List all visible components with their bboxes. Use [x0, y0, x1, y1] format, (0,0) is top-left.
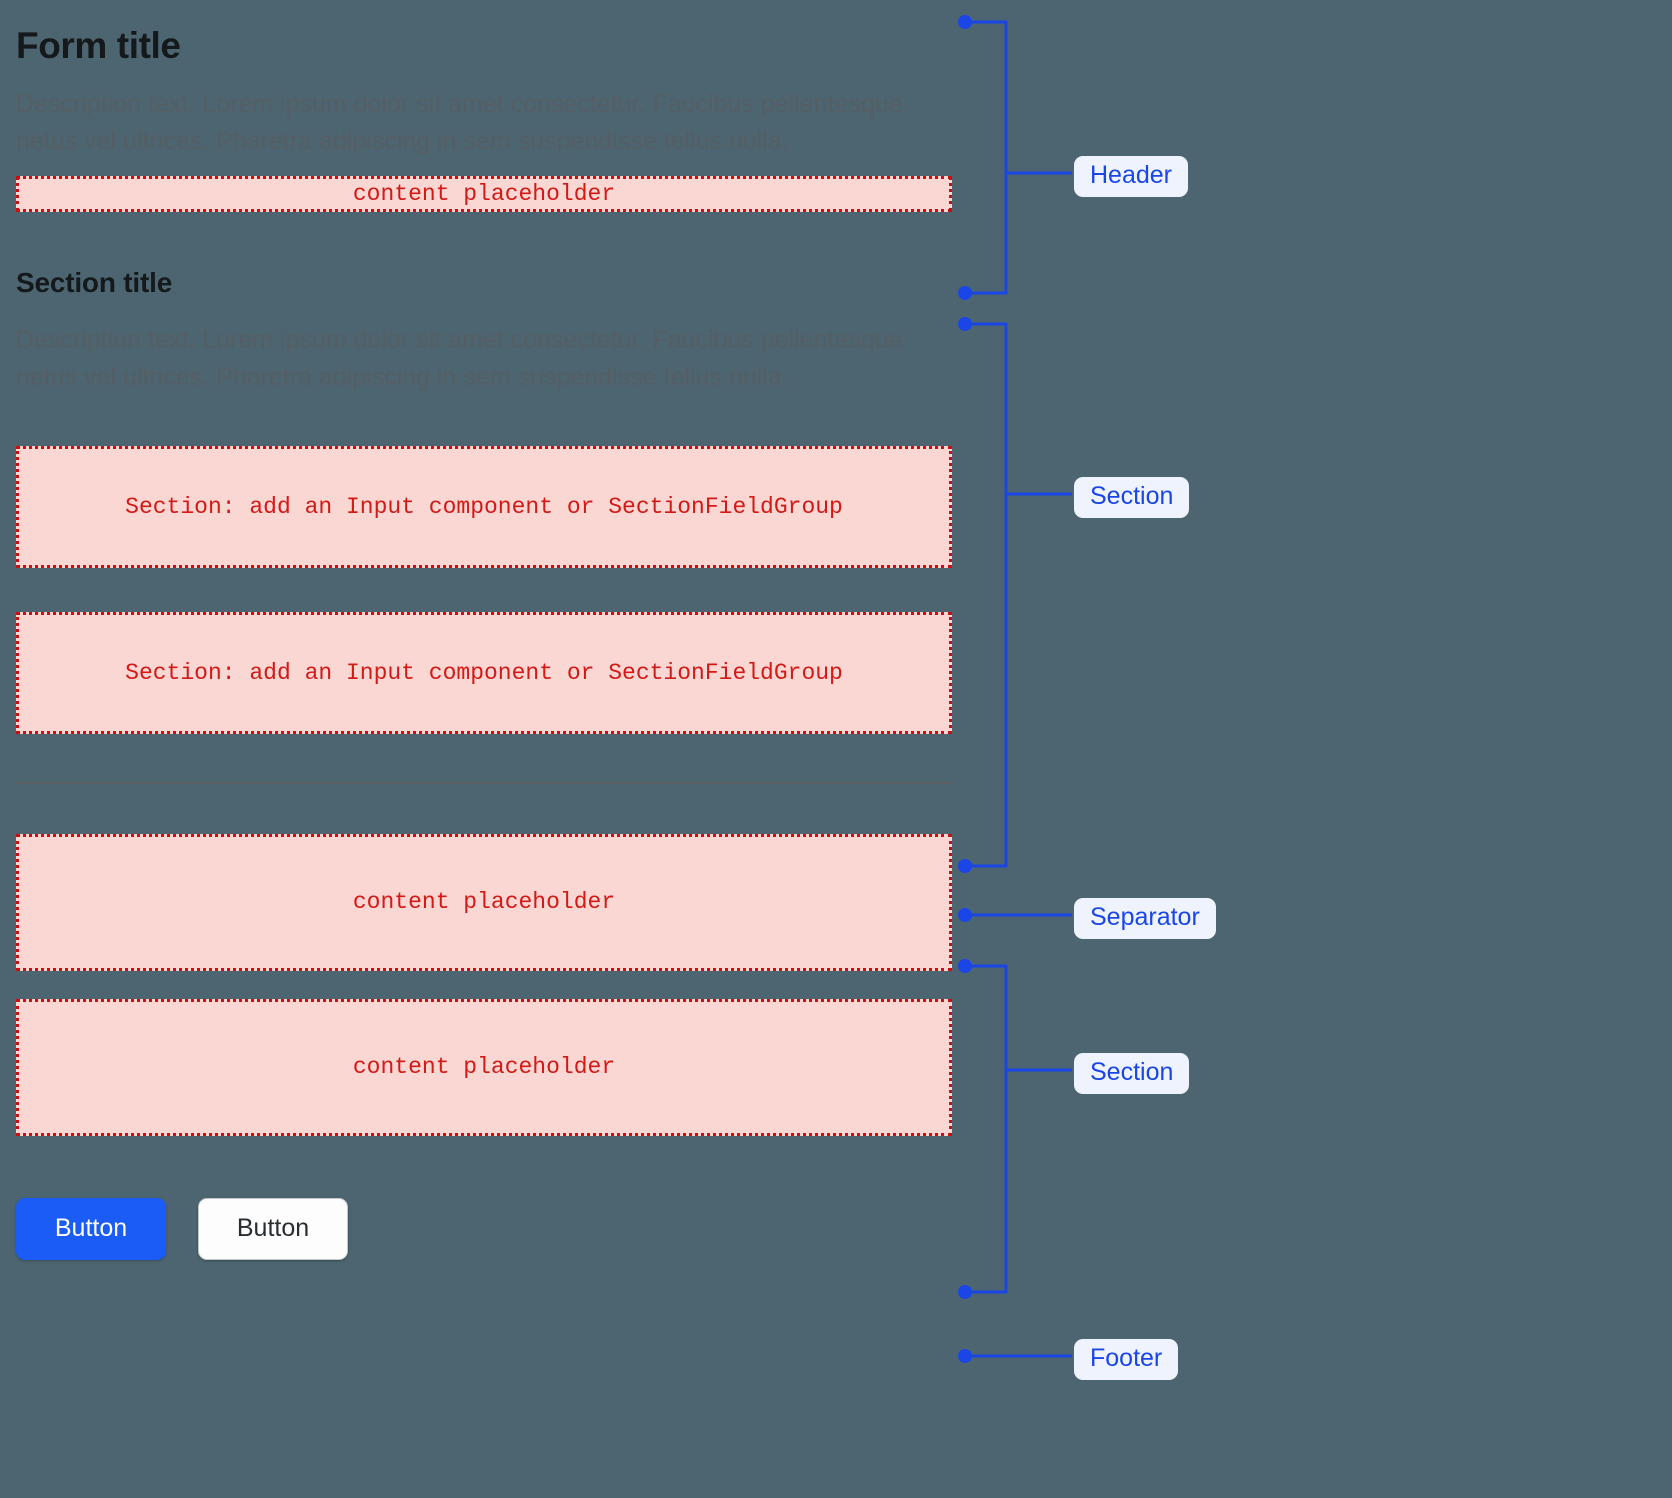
page-title: Form title [16, 25, 181, 66]
section-two-block: content placeholder content placeholder [16, 833, 952, 1136]
annotation-label-header[interactable]: Header [1074, 156, 1188, 197]
form-column: Form title Description text. Lorem ipsum… [16, 0, 952, 1260]
annotation-label-section-two[interactable]: Section [1074, 1053, 1190, 1094]
header-description: Description text. Lorem ipsum dolor sit … [16, 90, 903, 156]
footer-actions: Button Button [16, 1197, 952, 1260]
section-two-content-placeholder-2: content placeholder [16, 998, 952, 1136]
primary-button[interactable]: Button [16, 1197, 166, 1260]
form-header-block: Form title Description text. Lorem ipsum… [16, 0, 952, 213]
section-one-block: Section title Description text. Lorem ip… [16, 266, 952, 734]
annotation-label-footer[interactable]: Footer [1074, 1339, 1179, 1380]
section-field-placeholder-1: Section: add an Input component or Secti… [16, 445, 952, 568]
annotation-label-separator[interactable]: Separator [1074, 898, 1216, 939]
annotation-label-section-one[interactable]: Section [1074, 477, 1190, 518]
header-content-placeholder: content placeholder [16, 176, 952, 213]
secondary-button[interactable]: Button [198, 1197, 348, 1260]
separator [16, 781, 952, 784]
section-field-placeholder-2: Section: add an Input component or Secti… [16, 611, 952, 734]
section-one-description: Description text. Lorem ipsum dolor sit … [16, 325, 903, 391]
section-title: Section title [16, 267, 173, 299]
section-two-content-placeholder-1: content placeholder [16, 833, 952, 971]
annotation-dots [958, 15, 972, 1363]
